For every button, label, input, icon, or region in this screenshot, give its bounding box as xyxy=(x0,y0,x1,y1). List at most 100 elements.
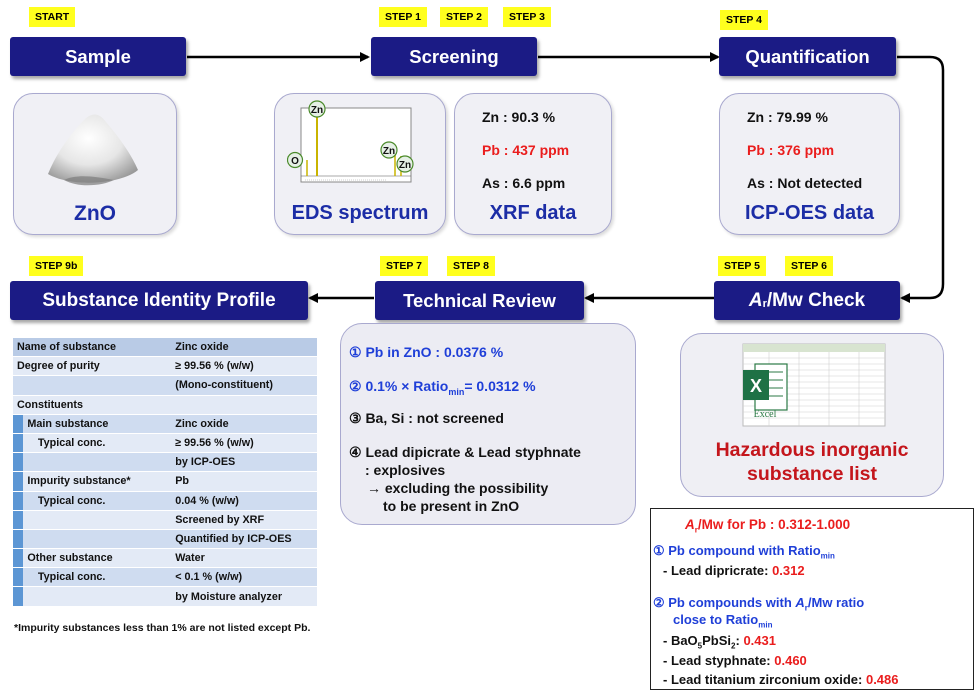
table-indent xyxy=(13,510,24,530)
tag-start: START xyxy=(29,7,76,27)
legend-group-2-title: ② Pb compounds with Ar/Mw ratio xyxy=(653,595,864,613)
legend-g2-sub: r xyxy=(804,603,808,613)
eds-peak-marker xyxy=(287,151,304,169)
xrf-pb: Pb : 437 ppm xyxy=(482,142,570,158)
tag-step1: STEP 1 xyxy=(379,7,427,27)
header-substance-identity-profile: Substance Identity Profile xyxy=(10,281,308,320)
review-item-4-present: to be present in ZnO xyxy=(383,498,520,514)
legend-group-2-item-2: - Lead styphnate: 0.460 xyxy=(663,653,807,668)
eds-peak-label: Zn xyxy=(383,146,395,157)
table-label-cell: Typical conc. xyxy=(33,567,172,588)
table-indent xyxy=(23,567,34,588)
legend-g2-text-b: /Mw ratio xyxy=(807,595,865,610)
legend-g2-line2-sub: min xyxy=(758,620,773,630)
review-item-1: ① Pb in ZnO : 0.0376 % xyxy=(349,344,504,360)
legend-group-1-item: - Lead dipricrate: 0.312 xyxy=(663,563,805,578)
table-value-cell: by ICP-OES xyxy=(171,452,317,473)
table-footnote: *Impurity substances less than 1% are no… xyxy=(14,622,311,634)
xrf-zn: Zn : 90.3 % xyxy=(482,109,556,125)
eds-peak-marker xyxy=(308,100,326,118)
table-label-cell: Other substance xyxy=(23,548,172,569)
table-indent xyxy=(13,414,24,434)
zno-card: ZnO xyxy=(13,93,177,235)
legend-item-3-value: 0.486 xyxy=(865,672,899,687)
table-row: Quantified by ICP-OES xyxy=(13,529,317,550)
tag-step2: STEP 2 xyxy=(440,7,488,27)
header-technical-review: Technical Review xyxy=(375,281,584,320)
technical-review-card: ① Pb in ZnO : 0.0376 % ② 0.1% × Ratiomin… xyxy=(340,323,636,525)
ar-rest: /Mw Check xyxy=(766,289,866,311)
arrow-quantification-to-check xyxy=(897,55,945,303)
legend-title-italic: A xyxy=(685,517,695,532)
table-indent xyxy=(23,510,34,530)
table-value-cell xyxy=(171,395,317,415)
table-indent xyxy=(13,548,24,569)
table-value-cell: 0.04 % (w/w) xyxy=(171,491,317,511)
table-label-cell xyxy=(33,529,172,550)
eds-peak-marker xyxy=(396,155,414,173)
eds-card: Zn O Zn Zn EDS spectrum xyxy=(274,93,446,235)
ar-mw-legend-box: Ar/Mw for Pb : 0.312-1.000 ① Pb compound… xyxy=(650,508,974,690)
review-item-4: ④ Lead dipicrate & Lead styphnate xyxy=(349,444,581,460)
legend-g2-line2: close to Ratio xyxy=(673,612,759,627)
legend-group-1-title: ① Pb compound with Ratiomin xyxy=(653,543,835,561)
legend-g2-italic: A xyxy=(795,595,805,610)
hazardous-caption-line-1: Hazardous inorganic xyxy=(715,439,909,461)
ar-italic: A xyxy=(748,289,763,311)
table-value-cell: ≥ 99.56 % (w/w) xyxy=(171,356,317,377)
legend-g1-item-label: - Lead dipricrate: xyxy=(663,563,773,578)
table-value-cell: (Mono-constituent) xyxy=(171,375,317,396)
tag-step8: STEP 8 xyxy=(447,256,495,276)
ar-sub: r xyxy=(762,297,767,310)
table-label-cell xyxy=(33,586,172,607)
tag-step5: STEP 5 xyxy=(718,256,766,276)
zno-powder-image xyxy=(48,114,138,186)
table-indent xyxy=(23,491,34,511)
table-label-cell: Degree of purity xyxy=(13,356,172,377)
legend-item-3-label: - Lead titanium zirconium oxide: xyxy=(663,672,866,687)
table-label-cell xyxy=(33,452,172,473)
legend-group-2-item-1: - BaO5PbSi2: 0.431 xyxy=(663,633,776,651)
table-indent xyxy=(13,471,24,492)
xrf-caption: XRF data xyxy=(489,202,577,224)
table-value-cell: Zinc oxide xyxy=(171,414,317,434)
legend-title-text: /Mw for Pb : 0.312-1.000 xyxy=(697,517,851,532)
tag-step4: STEP 4 xyxy=(720,10,768,30)
table-indent xyxy=(13,529,24,550)
legend-title: Ar/Mw for Pb : 0.312-1.000 xyxy=(685,517,850,535)
table-indent xyxy=(23,433,34,454)
table-indent xyxy=(13,452,24,473)
eds-peak-label: Zn xyxy=(311,105,323,116)
hazardous-list-card: X Excel Hazardous inorganic substance li… xyxy=(680,333,944,497)
icp-as: As : Not detected xyxy=(747,175,863,191)
table-label-cell: Typical conc. xyxy=(33,491,172,511)
table-indent xyxy=(23,586,34,607)
header-quantification: Quantification xyxy=(719,37,896,76)
table-value-cell: < 0.1 % (w/w) xyxy=(171,567,317,588)
legend-item-1-value: 0.431 xyxy=(743,633,776,648)
legend-g1-text: ① Pb compound with Ratio xyxy=(653,543,821,558)
review-item-4-excluding: → excluding the possibility xyxy=(367,480,549,496)
excel-icon: X Excel xyxy=(743,363,788,418)
review-item-3: ③ Ba, Si : not screened xyxy=(349,410,504,426)
table-value-cell: Zinc oxide xyxy=(171,338,317,358)
legend-group-2-item-3: - Lead titanium zirconium oxide: 0.486 xyxy=(663,672,899,687)
table-value-cell: Pb xyxy=(171,471,317,492)
table-indent xyxy=(13,491,24,511)
table-indent xyxy=(13,586,24,607)
legend-item-1-sub2: 2 xyxy=(731,641,736,651)
hazardous-list-caption: Hazardous inorganic substance list xyxy=(681,438,943,486)
table-row: (Mono-constituent) xyxy=(13,375,317,396)
legend-item-2-label: - Lead styphnate: xyxy=(663,653,775,668)
svg-text:X: X xyxy=(750,376,762,396)
table-row: Screened by XRF xyxy=(13,510,317,530)
table-label-cell: Main substance xyxy=(23,414,172,434)
icp-pb: Pb : 376 ppm xyxy=(747,142,835,158)
zno-caption: ZnO xyxy=(74,202,116,225)
tag-step9b: STEP 9b xyxy=(29,256,84,276)
